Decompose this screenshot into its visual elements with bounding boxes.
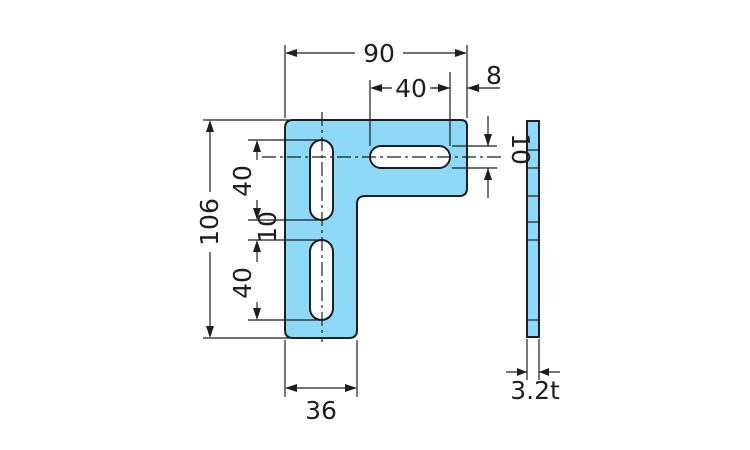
dimension-top-slot-height: 10 <box>452 116 535 198</box>
dim-label-lower-slot-length: 40 <box>228 267 257 299</box>
dim-label-thickness: 3.2t <box>510 376 560 405</box>
side-view-segment-lines <box>527 149 539 321</box>
dim-label-slot-gap: 10 <box>253 211 282 243</box>
side-view-plate <box>526 120 540 338</box>
dim-label-leg-width: 36 <box>305 396 337 425</box>
dim-label-top-slot-length: 40 <box>395 74 427 103</box>
dimension-top-slot-length: 40 <box>369 72 451 146</box>
dimension-vertical-slots: 40 10 40 <box>228 139 322 321</box>
dimension-overall-width: 90 <box>284 38 468 118</box>
dim-label-top-slot-height: 10 <box>506 133 535 165</box>
dimension-overall-height: 106 <box>195 119 290 339</box>
dim-label-overall-height: 106 <box>195 198 224 246</box>
dimension-edge-offset: 8 <box>430 61 502 92</box>
dim-label-edge-offset: 8 <box>486 61 502 90</box>
dim-label-upper-slot-length: 40 <box>228 165 257 197</box>
dimension-leg-width: 36 <box>284 340 358 425</box>
dimension-thickness: 3.2t <box>506 339 560 405</box>
dim-label-overall-width: 90 <box>363 39 395 68</box>
